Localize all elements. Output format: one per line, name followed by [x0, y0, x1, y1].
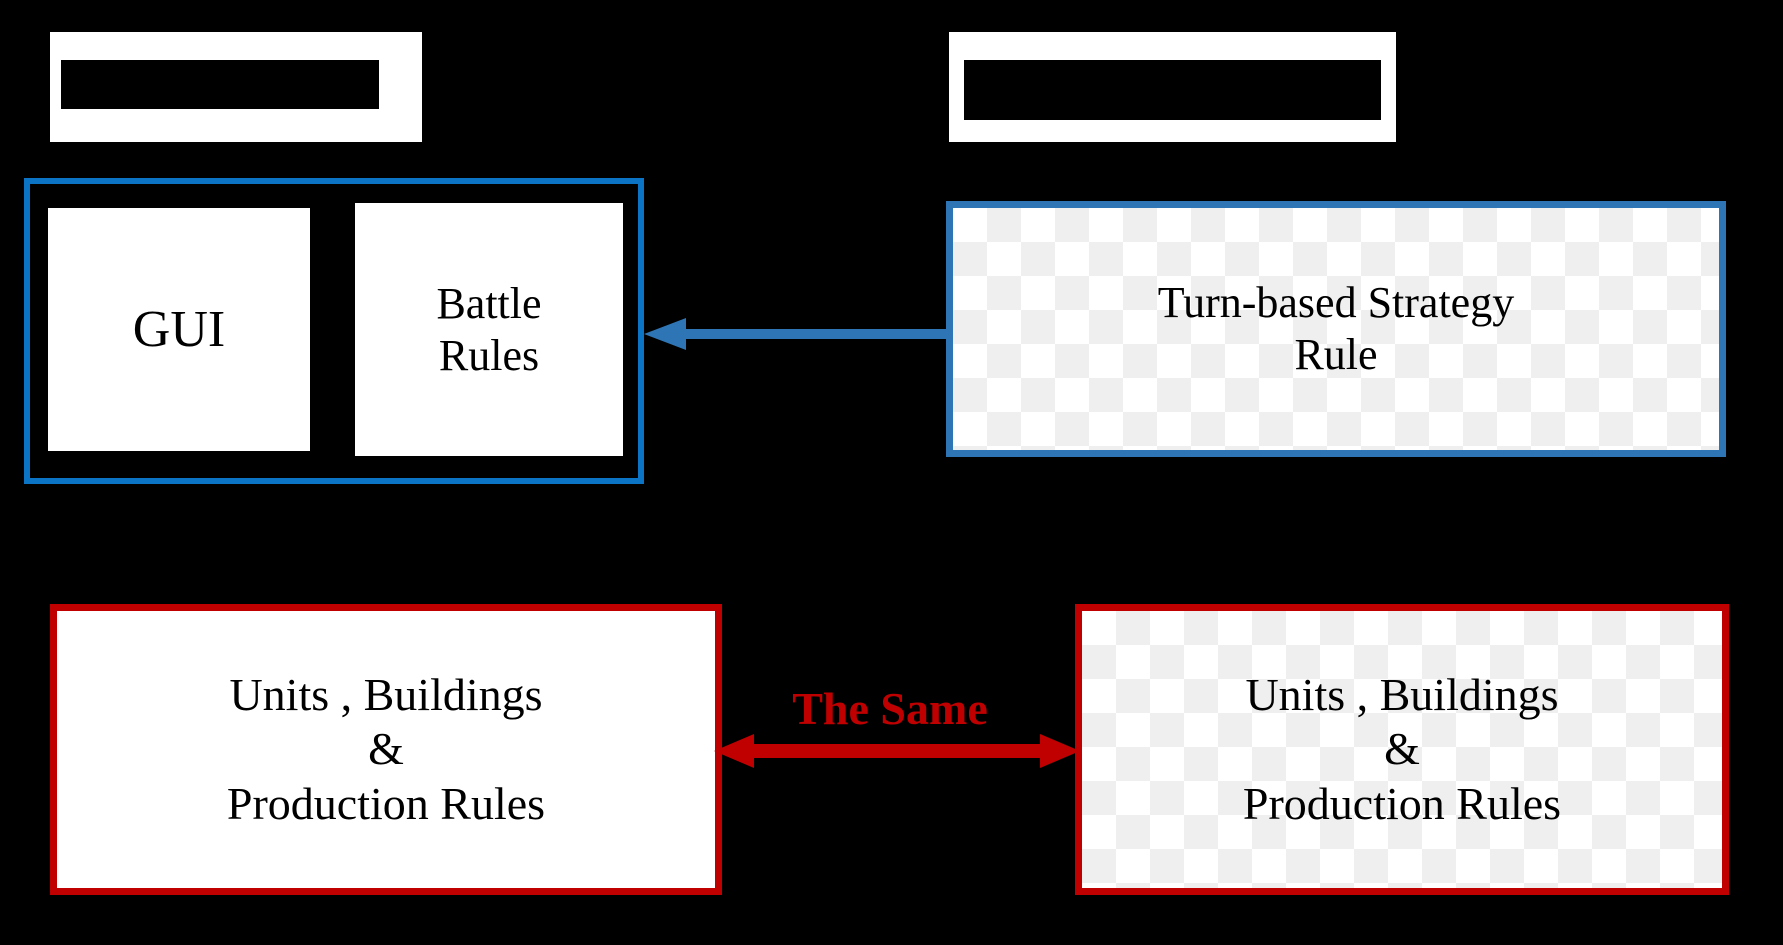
panel-battle-rules: Battle Rules: [355, 203, 623, 456]
panel-turn-based-strategy-rule-label: Turn-based Strategy Rule: [1157, 278, 1515, 379]
panel-left-units-buildings-production-label: Units , Buildings & Production Rules: [226, 669, 546, 829]
blue-left-arrow-svg: [644, 318, 952, 350]
left-title-plate: [50, 32, 422, 142]
panel-gui-label: GUI: [132, 300, 226, 358]
panel-right-units-buildings-production-label: Units , Buildings & Production Rules: [1242, 669, 1562, 829]
right-title-plate: [949, 32, 1396, 142]
blue-left-arrow-shape: [644, 318, 952, 350]
red-double-arrow: [710, 727, 1084, 775]
right-red-group-box: [1075, 604, 1729, 895]
the-same-caption: The Same: [700, 682, 1080, 735]
panel-left-units-buildings-production: Units , Buildings & Production Rules: [57, 611, 715, 888]
left-blue-group-box: [24, 178, 644, 484]
red-double-arrow-shape: [714, 734, 1080, 768]
the-same-caption-text: The Same: [792, 683, 988, 734]
left-title-redaction-bar: [61, 60, 379, 109]
right-title-redaction-bar: [964, 60, 1381, 120]
panel-gui: GUI: [48, 208, 310, 451]
panel-battle-rules-label: Battle Rules: [436, 278, 542, 380]
blue-left-arrow: [640, 310, 952, 358]
panel-turn-based-strategy-rule: Turn-based Strategy Rule: [953, 208, 1719, 450]
red-double-arrow-svg: [714, 734, 1080, 768]
panel-right-units-buildings-production: Units , Buildings & Production Rules: [1082, 611, 1722, 888]
